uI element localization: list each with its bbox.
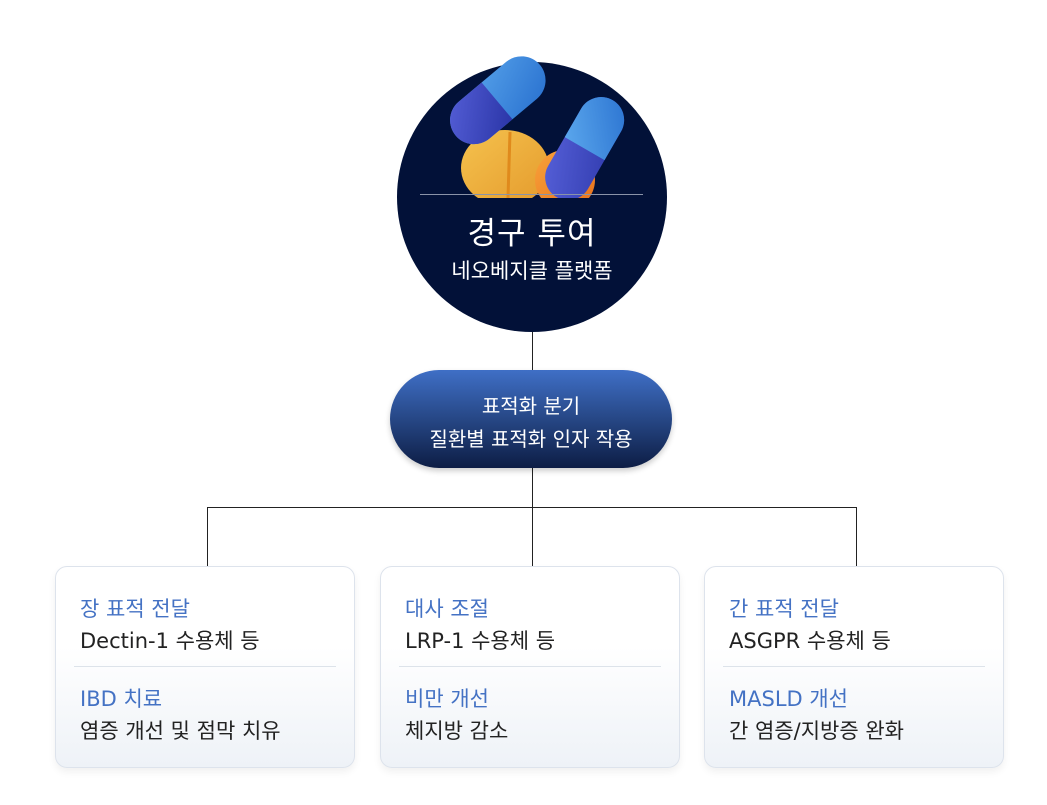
card-text: 염증 개선 및 점막 치유 (80, 719, 281, 743)
connector-line (856, 507, 857, 566)
card-text: Dectin-1 수용체 등 (80, 629, 260, 653)
connector-line (532, 507, 533, 566)
card-metabolic: 대사 조절 LRP-1 수용체 등 비만 개선 체지방 감소 (380, 566, 680, 768)
card-heading: 비만 개선 (405, 687, 489, 711)
card-intestinal: 장 표적 전달 Dectin-1 수용체 등 IBD 치료 염증 개선 및 점막… (55, 566, 355, 768)
branch-subtitle: 질환별 표적화 인자 작용 (429, 427, 633, 451)
card-heading: IBD 치료 (80, 687, 163, 711)
hub-title: 경구 투여 (467, 216, 597, 252)
card-text: 체지방 감소 (405, 719, 509, 743)
card-divider (399, 666, 661, 667)
card-heading: MASLD 개선 (729, 687, 848, 711)
pills-icon (450, 56, 625, 198)
connector-line (532, 468, 533, 507)
hub-divider (420, 194, 643, 195)
card-divider (74, 666, 336, 667)
card-heading: 간 표적 전달 (729, 597, 839, 621)
targeting-branch-node: 표적화 분기 질환별 표적화 인자 작용 (390, 370, 672, 468)
connector-line (532, 330, 533, 370)
branch-title: 표적화 분기 (481, 394, 581, 418)
card-liver: 간 표적 전달 ASGPR 수용체 등 MASLD 개선 간 염증/지방증 완화 (704, 566, 1004, 768)
card-heading: 장 표적 전달 (80, 597, 190, 621)
card-heading: 대사 조절 (405, 597, 489, 621)
card-text: LRP-1 수용체 등 (405, 629, 556, 653)
card-divider (723, 666, 985, 667)
card-text: 간 염증/지방증 완화 (729, 719, 904, 743)
connector-line (207, 507, 208, 566)
card-text: ASGPR 수용체 등 (729, 629, 891, 653)
hub-subtitle: 네오베지클 플랫폼 (451, 259, 613, 283)
